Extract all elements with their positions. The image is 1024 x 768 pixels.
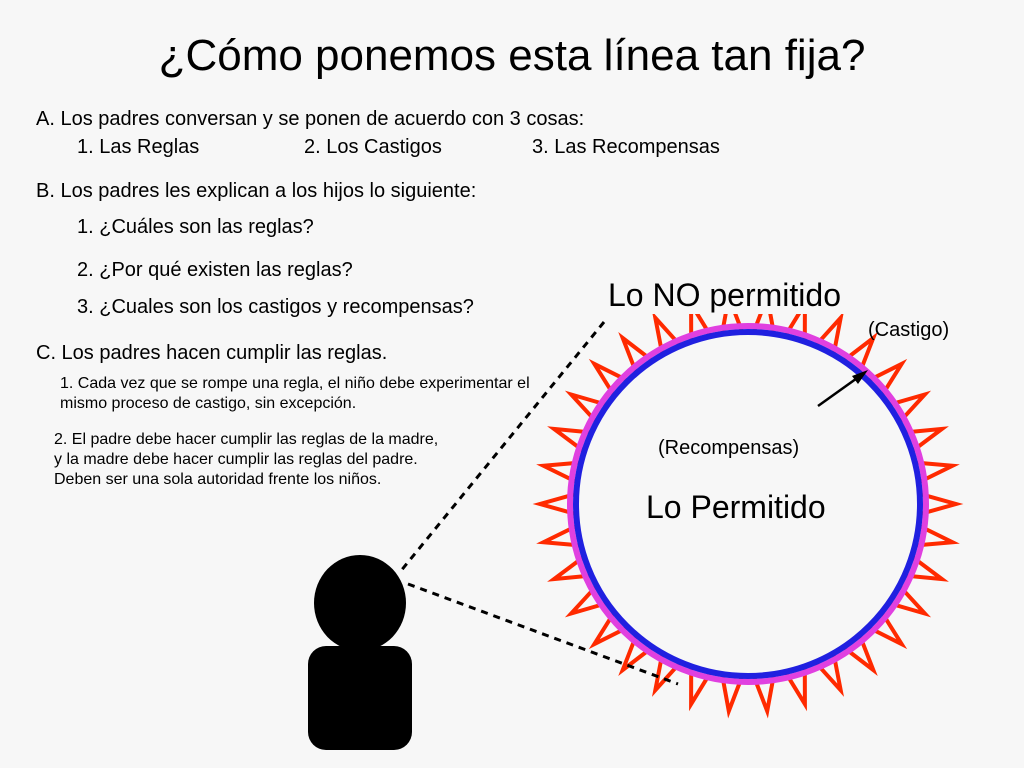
boundary-inner-ring bbox=[573, 329, 923, 679]
punishment-label: (Castigo) bbox=[868, 319, 950, 341]
spike bbox=[783, 666, 807, 712]
spike bbox=[842, 332, 878, 374]
section-a-item-3: 3. Las Recompensas bbox=[532, 136, 720, 158]
spike bbox=[914, 523, 960, 548]
page-title: ¿Cómo ponemos esta línea tan fija? bbox=[158, 31, 866, 80]
spike bbox=[867, 358, 908, 397]
punishment-spikes bbox=[532, 289, 964, 719]
spike bbox=[720, 673, 745, 719]
spike bbox=[588, 611, 629, 650]
spike bbox=[532, 491, 577, 517]
spike bbox=[813, 311, 845, 356]
spike bbox=[588, 358, 629, 397]
spike bbox=[888, 584, 932, 618]
sight-line-top bbox=[398, 321, 606, 573]
spike bbox=[564, 584, 608, 618]
section-b-item-3: 3. ¿Cuales son los castigos y recompensa… bbox=[77, 296, 474, 318]
rewards-label: (Recompensas) bbox=[658, 437, 800, 459]
not-allowed-label: Lo NO permitido bbox=[608, 276, 845, 314]
sight-line-bottom bbox=[407, 582, 679, 686]
spike bbox=[904, 426, 949, 454]
spike bbox=[888, 390, 932, 424]
section-a-item-1: 1. Las Reglas bbox=[77, 136, 200, 158]
spike bbox=[919, 491, 964, 517]
child-figure-icon bbox=[308, 555, 412, 750]
section-c-item-2: 2. El padre debe hacer cumplir las regla… bbox=[54, 431, 439, 488]
spike bbox=[914, 460, 960, 485]
spike bbox=[618, 332, 654, 374]
spike bbox=[618, 634, 654, 676]
section-c-heading: C. Los padres hacen cumplir las reglas. bbox=[36, 342, 388, 364]
section-b-item-2: 2. ¿Por qué existen las reglas? bbox=[77, 259, 353, 281]
spike bbox=[689, 666, 713, 712]
section-c-item-1: 1. Cada vez que se rompe una regla, el n… bbox=[60, 375, 530, 412]
spike bbox=[904, 554, 949, 582]
spike bbox=[536, 523, 582, 548]
section-b-item-1: 1. ¿Cuáles son las reglas? bbox=[77, 216, 314, 238]
boundary-outer-ring bbox=[567, 323, 929, 685]
section-a-item-2: 2. Los Castigos bbox=[304, 136, 442, 158]
spike bbox=[547, 554, 592, 582]
spike bbox=[813, 652, 845, 697]
spike bbox=[842, 634, 878, 676]
arrow-icon bbox=[817, 370, 868, 408]
spike bbox=[564, 390, 608, 424]
allowed-label: Lo Permitido bbox=[646, 489, 826, 525]
spike bbox=[536, 460, 582, 485]
spike bbox=[867, 611, 908, 650]
spike bbox=[547, 426, 592, 454]
spike bbox=[651, 652, 683, 697]
section-b-heading: B. Los padres les explican a los hijos l… bbox=[36, 180, 477, 202]
spike bbox=[651, 311, 683, 356]
section-a-heading: A. Los padres conversan y se ponen de ac… bbox=[36, 108, 585, 130]
spike bbox=[751, 673, 776, 719]
